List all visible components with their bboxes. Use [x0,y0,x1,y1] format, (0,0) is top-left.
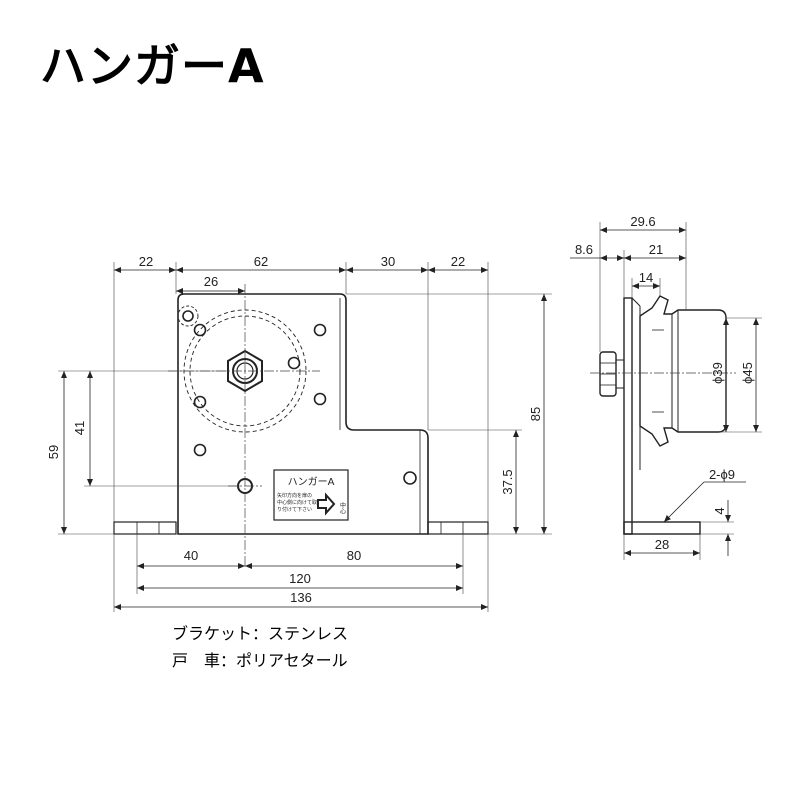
label-plate-line1: 矢印方向を扉の [277,492,312,499]
dim-holes: 2-ϕ9 [709,467,735,482]
dim-30: 30 [381,254,395,269]
dim-21: 21 [649,242,663,257]
dim-4: 4 [712,507,727,514]
dim-85: 85 [528,407,543,421]
side-bracket-plate [623,297,633,535]
dim-8-6: 8.6 [575,242,593,257]
dim-59: 59 [46,445,61,459]
dim-80: 80 [347,548,361,563]
base-flange-left [113,521,177,535]
note-bracket-material: ブラケット：ステンレス [172,624,349,643]
dim-120: 120 [289,571,311,586]
label-plate-line2: 中心側に向けて取 [277,499,317,506]
page-title: ハンガーA [40,39,265,93]
dim-41: 41 [72,421,87,435]
dim-37-5: 37.5 [500,469,515,494]
label-plate: ハンガーA 矢印方向を扉の 中心側に向けて取 り付けて下さい 中心 [273,469,349,521]
dim-136: 136 [290,590,312,605]
center-nut [227,349,263,393]
base-flange-right [427,521,489,535]
dim-40: 40 [184,548,198,563]
dim-22-right: 22 [451,254,465,269]
dim-phi-45: ϕ45 [740,362,755,384]
front-extension-lines [58,262,552,612]
label-plate-title: ハンガーA [288,476,335,488]
dim-14: 14 [639,270,653,285]
note-wheel-material: 戸 車：ポリアセタール [172,651,348,670]
side-base-flange [623,521,701,535]
dim-22-left: 22 [139,254,153,269]
dim-26: 26 [204,274,218,289]
label-plate-side: 中心 [339,501,346,514]
dim-29-6: 29.6 [630,214,655,229]
bracket-plate [177,293,429,535]
side-view [599,295,727,535]
side-dimension-lines [570,227,759,556]
mount-holes [182,310,417,485]
front-dimension-lines [61,267,547,610]
dim-62: 62 [254,254,268,269]
dim-28: 28 [655,537,669,552]
dim-phi-39: ϕ39 [710,362,725,384]
direction-arrow-icon [317,492,336,516]
label-plate-line3: り付けて下さい [277,506,312,513]
